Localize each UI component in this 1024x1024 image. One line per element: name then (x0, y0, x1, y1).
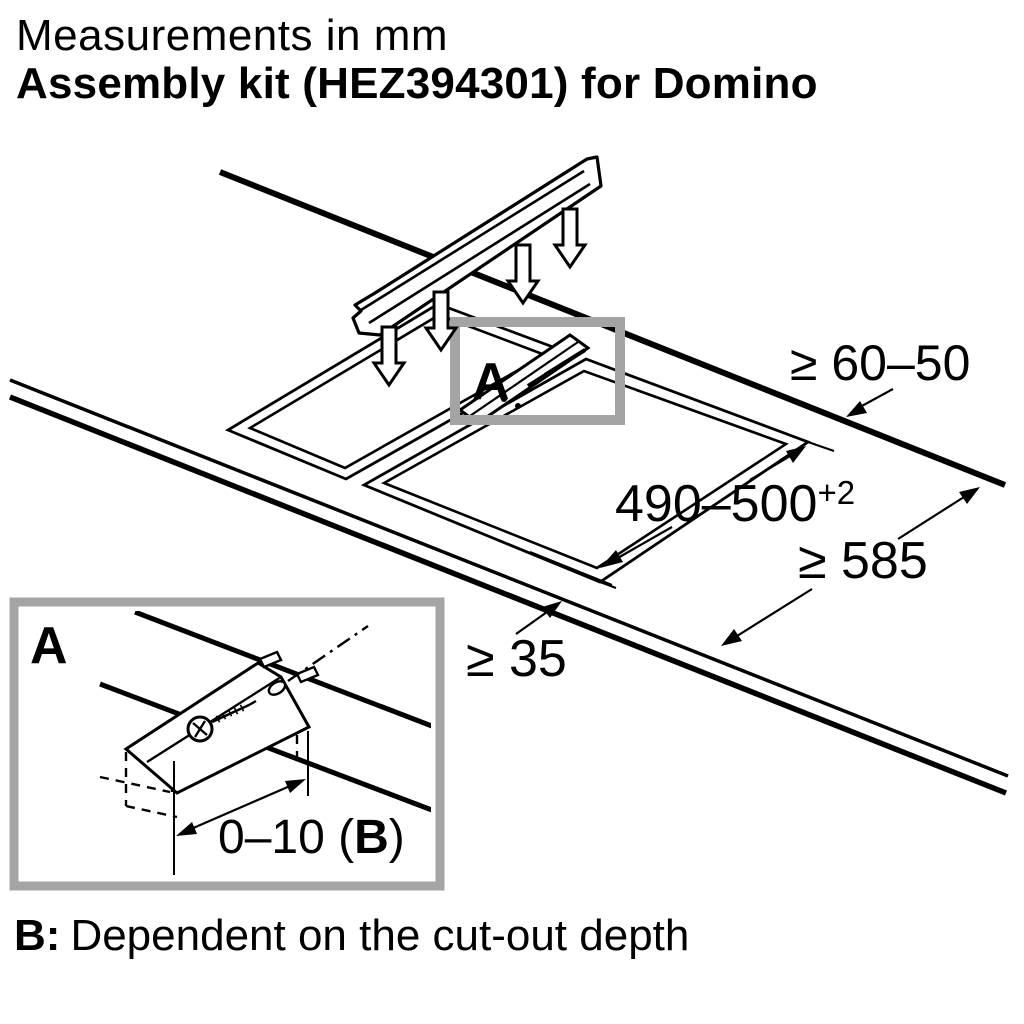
detail-a-label: A (30, 617, 68, 675)
insertion-arrow-icon (423, 290, 459, 353)
insertion-arrows (371, 207, 588, 388)
installed-rail-slot-2 (543, 348, 587, 377)
dim-arrowhead-icon (846, 401, 867, 417)
dim-arrowhead-icon (285, 779, 306, 793)
detail-dim-label: 0–10 (B) (218, 811, 405, 864)
detail-drawing (99, 611, 431, 875)
dim-back-clearance: ≥ 60–50 (790, 335, 970, 391)
cutout-back-rim-extension (807, 440, 835, 453)
dimensions (515, 388, 980, 646)
footnote: B:Dependent on the cut-out depth (14, 912, 689, 960)
worktop-back-edge (218, 169, 1007, 488)
footnote-text: Dependent on the cut-out depth (70, 911, 690, 960)
dim-arrowhead-icon (959, 487, 980, 504)
dim-arrowhead-icon (600, 550, 623, 568)
dim-extension-front (529, 550, 613, 587)
callout-a-label: A (472, 353, 510, 411)
installed-rail-screw-hole-1 (501, 396, 507, 402)
assembly-rail-crease-2 (368, 182, 591, 325)
dim-line-front-web (515, 611, 548, 635)
dim-line-cutout-depth-lower (615, 526, 673, 560)
installed-rail-crease (466, 341, 579, 419)
dim-line-cutout-depth-upper (749, 455, 791, 481)
title-units-line: Measurements in mm (16, 11, 449, 60)
worktop-front-top-edge (9, 378, 1009, 778)
worktop-front-bottom-edge (8, 394, 1008, 796)
dim-line-worktop-depth-upper (897, 496, 965, 540)
detail-cutout-edge (134, 611, 431, 729)
page-title: Measurements in mm Assembly kit (HEZ3943… (16, 12, 818, 108)
dim-worktop-depth: ≥ 585 (798, 532, 928, 590)
insertion-arrow-icon (552, 207, 588, 270)
detail-rail-tab-2 (295, 665, 320, 684)
assembly-rail-crease-1 (360, 169, 585, 312)
dim-arrowhead-icon (721, 629, 742, 646)
dim-line-worktop-depth-lower (736, 588, 813, 637)
assembly-rail (351, 155, 603, 337)
dim-cutout-depth: 490–500+2 (615, 474, 855, 533)
insertion-arrow-icon (505, 243, 541, 306)
detail-rail-crease (146, 675, 282, 764)
dim-arrowhead-icon (176, 822, 197, 836)
dim-arrowhead-icon (786, 446, 806, 463)
assembly-rail-body (351, 155, 603, 337)
detail-dim-line (190, 784, 291, 831)
screw-icon (186, 699, 257, 743)
insertion-arrow-icon (371, 325, 407, 388)
callout-a-frame (450, 317, 625, 425)
detail-rail-tab-1 (258, 650, 283, 669)
footnote-key: B: (14, 911, 61, 960)
installed-rail-screw-hole-2 (515, 403, 521, 409)
detail-rail-body (123, 661, 312, 795)
detail-screw-hole (267, 680, 287, 696)
cutout-front-rim-extension (599, 580, 617, 590)
dim-front-web: ≥ 35 (466, 630, 567, 688)
title-kit-line: Assembly kit (HEZ394301) for Domino (16, 59, 818, 108)
dim-arrowhead-icon (542, 601, 562, 618)
right-cutout-inner-rim (380, 369, 789, 570)
dimension-labels: ≥ 60–50 490–500+2 ≥ 585 ≥ 35 (466, 335, 970, 688)
dim-line-back-clearance (859, 388, 894, 408)
